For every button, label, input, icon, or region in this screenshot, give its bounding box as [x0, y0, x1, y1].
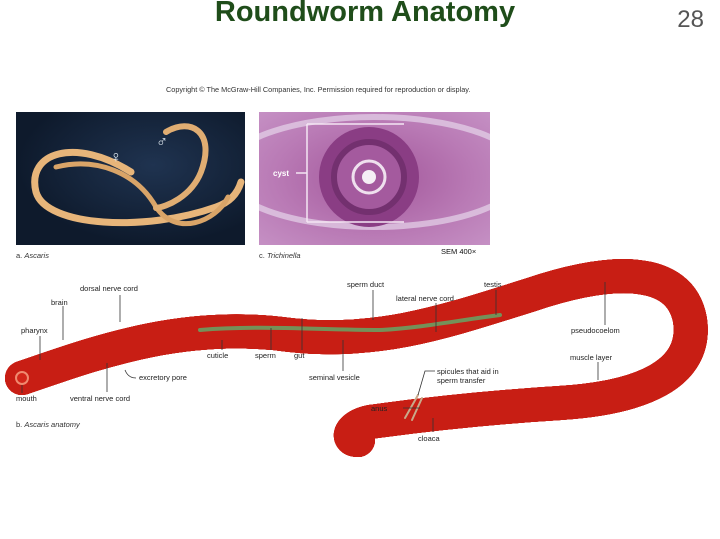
- page-number: 28: [677, 6, 704, 33]
- leader-lines: [21, 282, 606, 432]
- caption-letter: c.: [259, 251, 265, 260]
- label-mouth: mouth: [16, 394, 37, 403]
- label-seminal-vesicle: seminal vesicle: [309, 373, 360, 382]
- magnification: SEM 400×: [441, 247, 477, 256]
- label-ventral-nerve-cord: ventral nerve cord: [70, 394, 131, 403]
- label-sperm-duct: sperm duct: [347, 280, 385, 289]
- caption-letter: b.: [16, 420, 23, 429]
- label-brain: brain: [51, 298, 68, 307]
- label-gut: gut: [294, 351, 305, 360]
- label-spicules-line2: sperm transfer: [437, 376, 486, 385]
- label-sperm: sperm: [255, 351, 276, 360]
- label-cloaca: cloaca: [418, 434, 440, 443]
- worm-body: [5, 276, 691, 457]
- trichinella-photo: cyst: [259, 112, 490, 245]
- caption-name: Ascaris anatomy: [24, 420, 80, 429]
- label-lateral-nerve-cord: lateral nerve cord: [396, 294, 454, 303]
- copyright-notice: Copyright © The McGraw-Hill Companies, I…: [166, 85, 471, 94]
- label-excretory-pore: excretory pore: [139, 373, 187, 382]
- female-symbol: ♀: [110, 149, 122, 166]
- label-pharynx: pharynx: [21, 326, 48, 335]
- caption-letter: a.: [16, 251, 23, 260]
- trichinella-cyst-image: cyst: [259, 114, 490, 230]
- label-anus: anus: [371, 404, 388, 413]
- caption-a: a. Ascaris: [16, 251, 49, 260]
- label-muscle-layer: muscle layer: [570, 353, 613, 362]
- ascaris-worms-image: ♀ ♂: [31, 123, 245, 227]
- label-testis: testis: [484, 280, 502, 289]
- male-symbol: ♂: [156, 134, 168, 151]
- caption-c: c. Trichinella: [259, 251, 301, 260]
- ascaris-photo: ♀ ♂: [16, 112, 245, 245]
- label-cuticle: cuticle: [207, 351, 229, 360]
- label-pseudocoelom: pseudocoelom: [571, 326, 620, 335]
- label-dorsal-nerve-cord: dorsal nerve cord: [80, 284, 138, 293]
- caption-name: Ascaris: [24, 251, 49, 260]
- cyst-label: cyst: [273, 169, 289, 178]
- slide-title: Roundworm Anatomy: [214, 0, 516, 28]
- label-spicules-line1: spicules that aid in: [437, 367, 499, 376]
- caption-name: Trichinella: [266, 251, 301, 260]
- caption-b: b. Ascaris anatomy: [16, 420, 80, 429]
